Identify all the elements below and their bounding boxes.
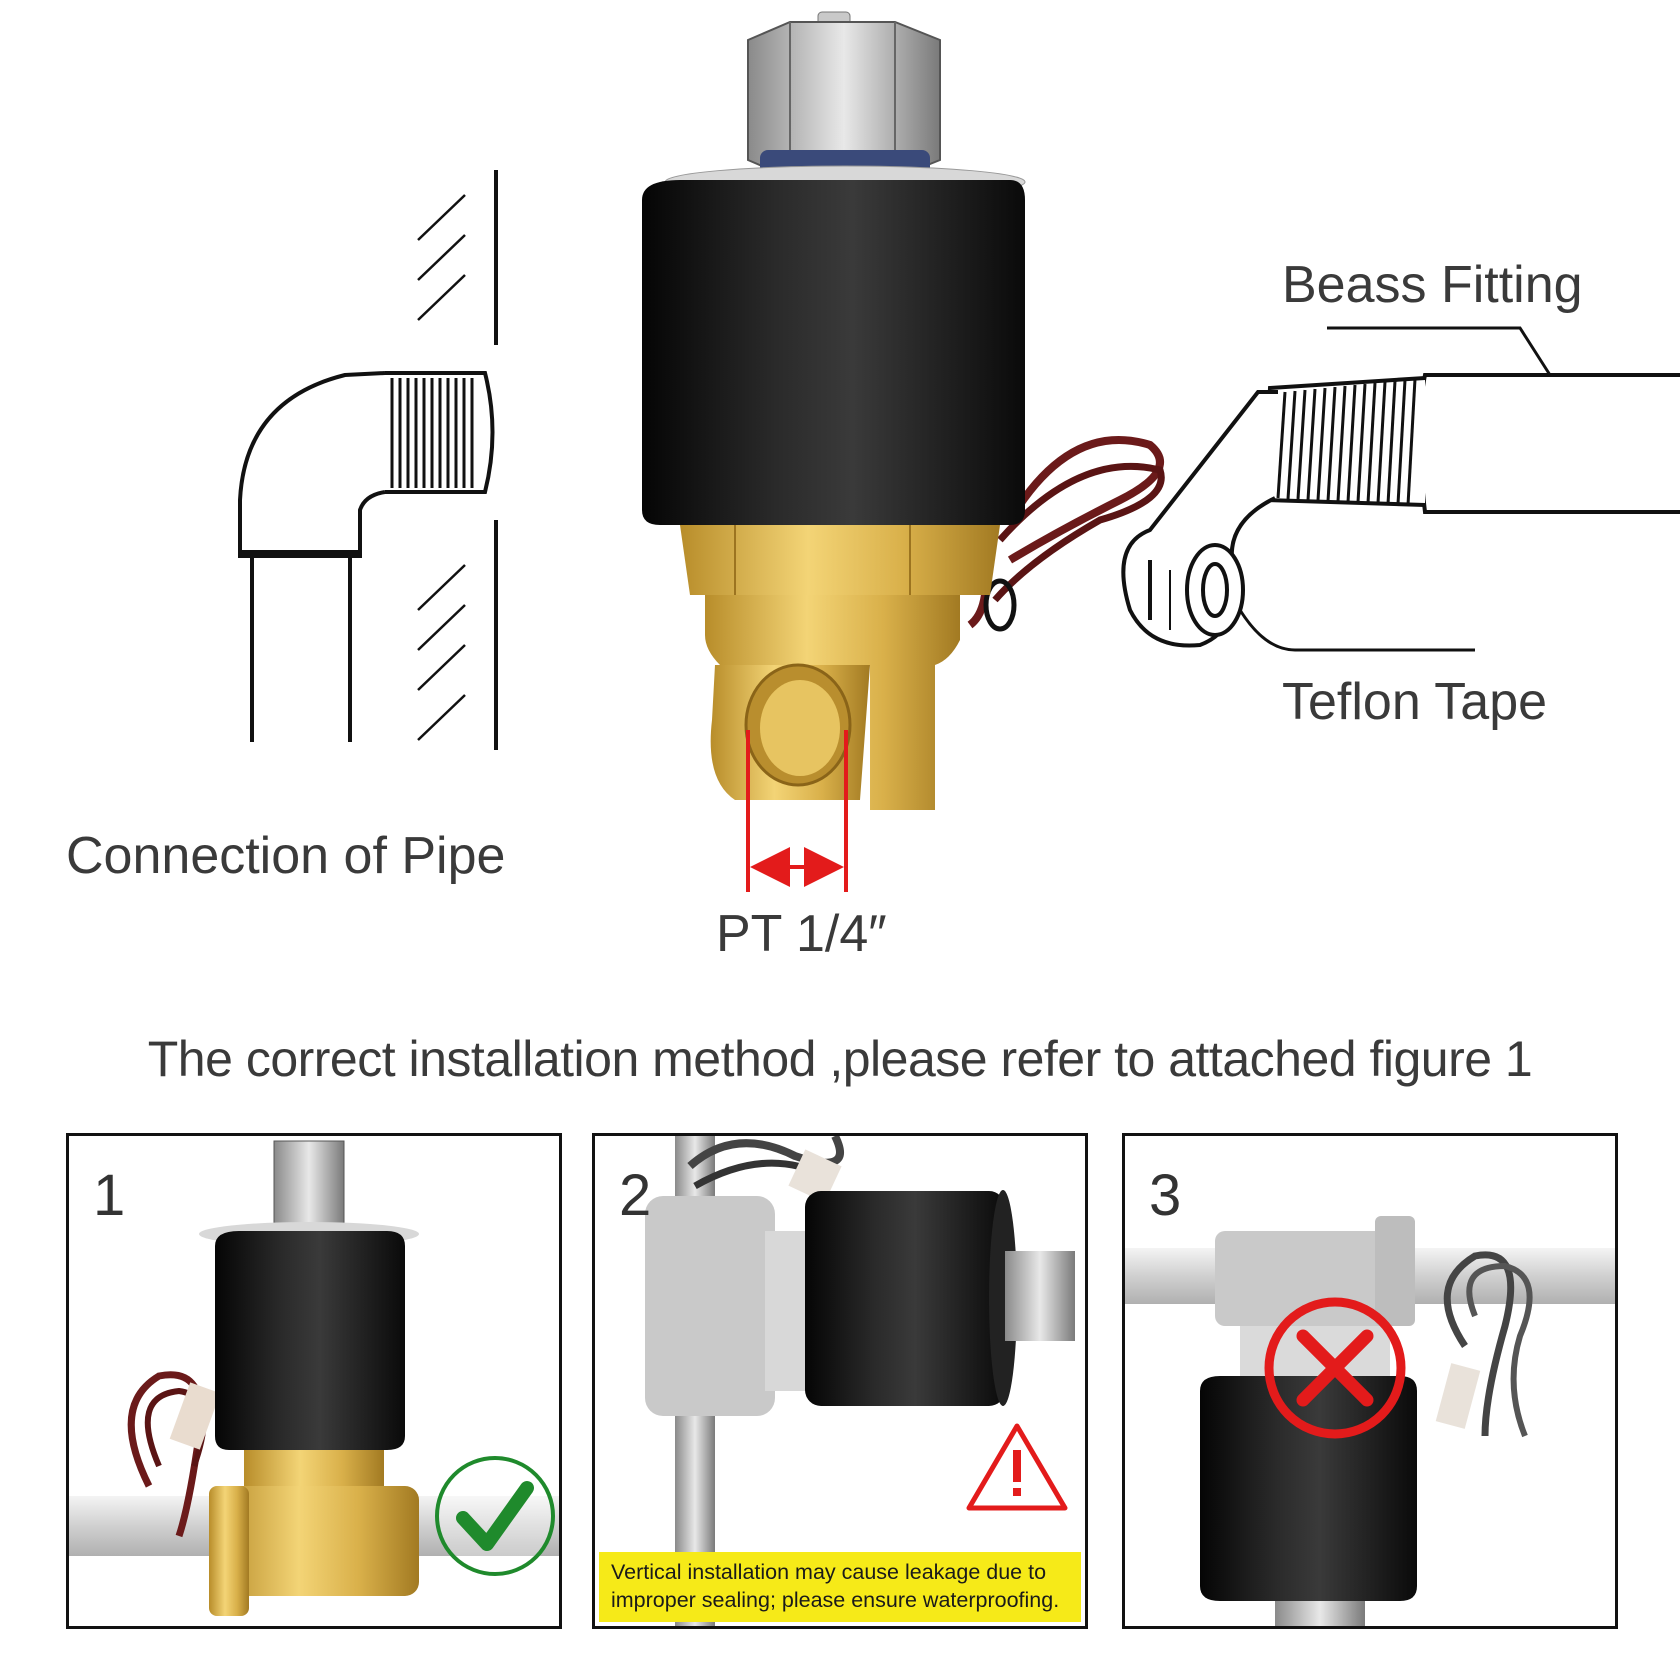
correct-installation-image (69, 1140, 559, 1616)
panel-number: 2 (619, 1163, 652, 1228)
solenoid-valve-image (642, 11, 1165, 810)
port-size-label: PT 1/4″ (716, 905, 887, 963)
cross-icon (1264, 1297, 1406, 1439)
warning-triangle-icon (966, 1423, 1068, 1511)
vertical-install-warning: Vertical installation may cause leakage … (599, 1552, 1081, 1622)
pipe-elbow-drawing (238, 170, 498, 750)
installation-panel-3: 3 (1122, 1133, 1618, 1629)
inverted-installation-image (1125, 1216, 1615, 1626)
panel-number: 1 (93, 1163, 126, 1228)
port-size-dimension (746, 730, 848, 892)
installation-diagram (238, 11, 1680, 892)
beass-fitting-label: Beass Fitting (1282, 256, 1583, 314)
brass-fitting-drawing (1121, 326, 1680, 652)
installation-panel-2: 2 Vertical installation may cause leakag… (592, 1133, 1088, 1629)
installation-instruction: The correct installation method ,please … (147, 1031, 1533, 1087)
teflon-tape-label: Teflon Tape (1282, 673, 1548, 731)
vertical-installation-image (645, 1136, 1075, 1626)
installation-panel-1: 1 (66, 1133, 562, 1629)
panel-number: 3 (1149, 1163, 1182, 1228)
check-icon (435, 1456, 555, 1576)
connection-of-pipe-label: Connection of Pipe (66, 827, 506, 885)
